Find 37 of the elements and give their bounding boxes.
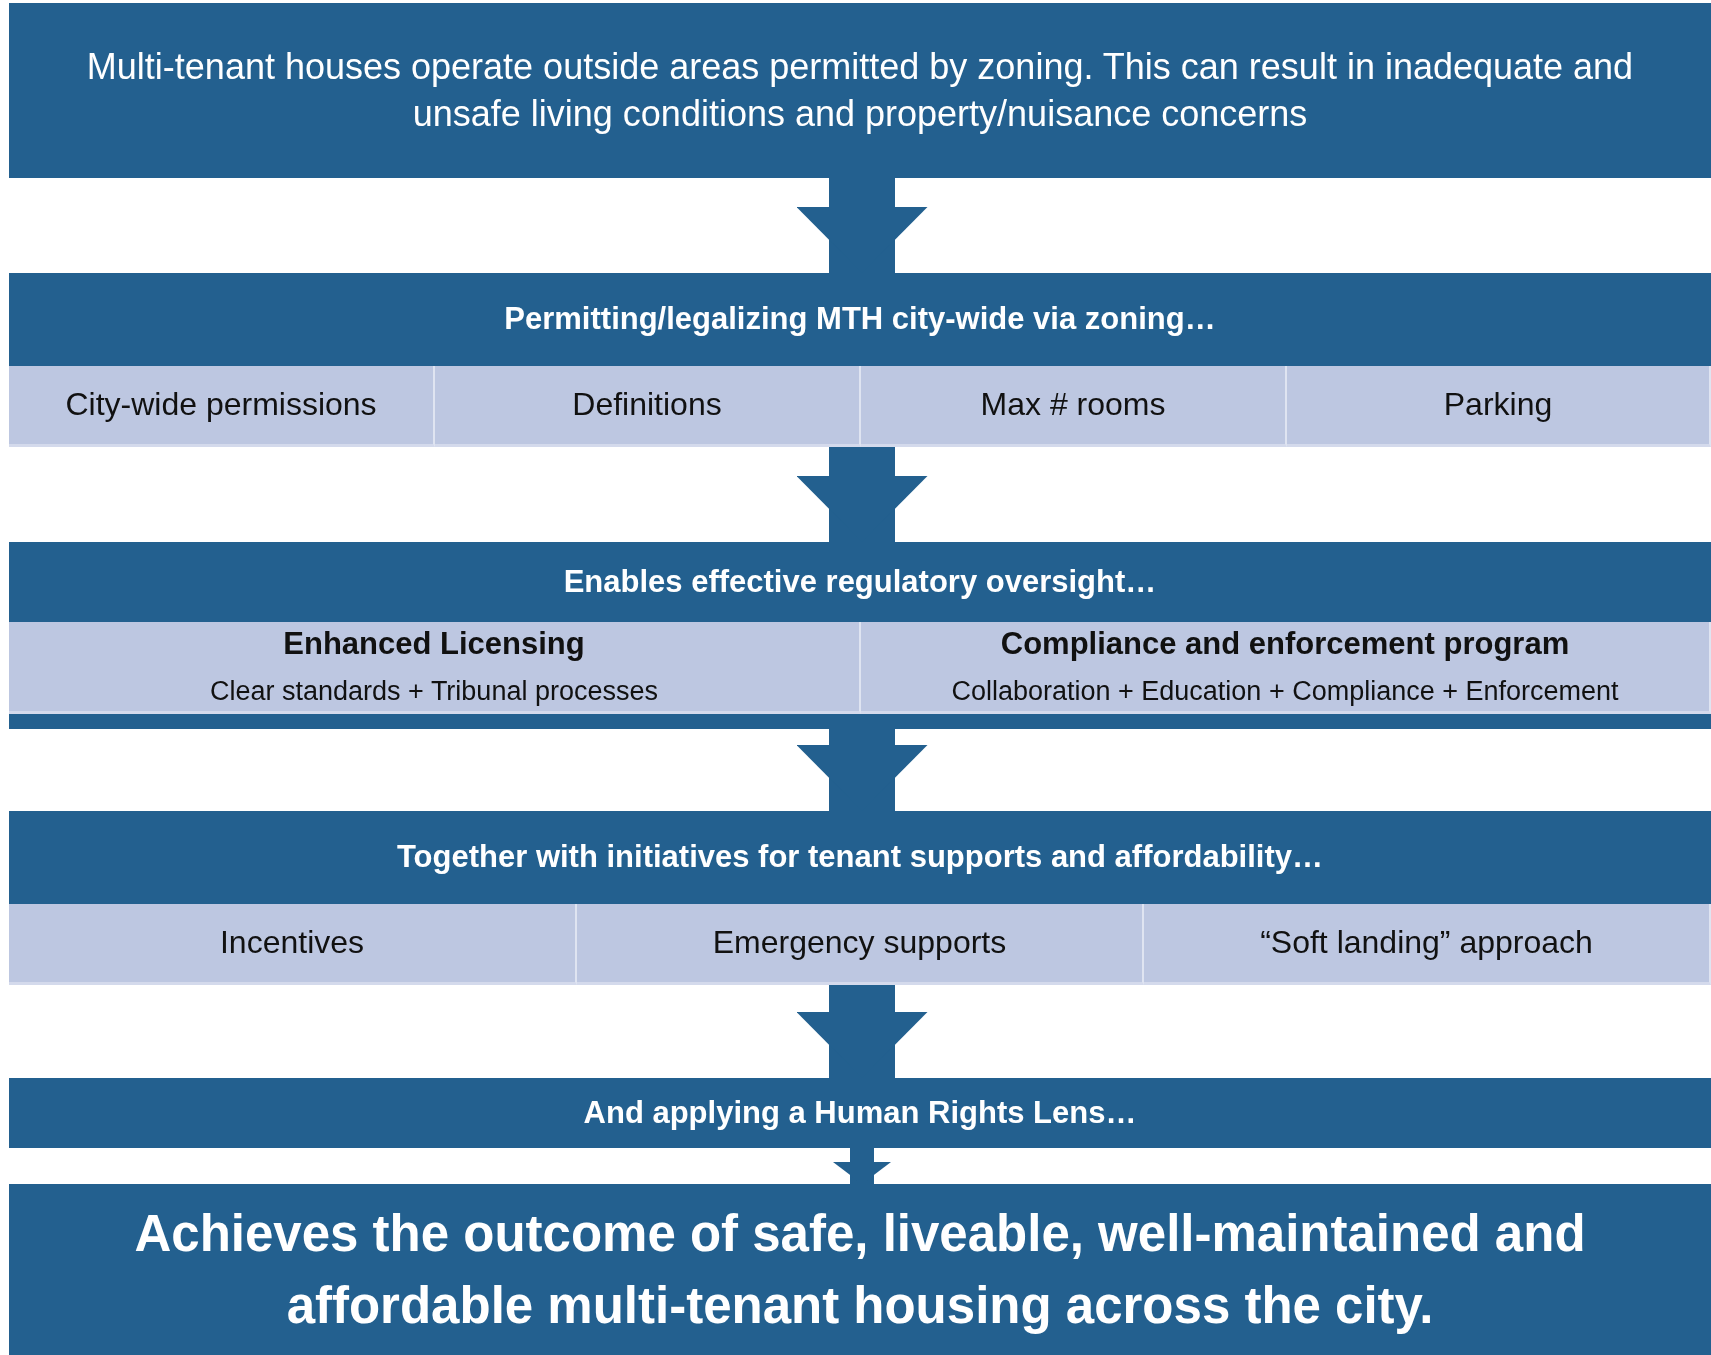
component-cell: [577, 904, 1144, 985]
component-cell: [9, 904, 577, 985]
component-description: Collaboration + Education + Compliance + Enforcement: [951, 675, 1619, 709]
component-heading: Compliance and enforcement program: [1000, 624, 1570, 663]
component-label: Max # rooms: [980, 385, 1166, 425]
flow-arrow: [796, 985, 928, 1078]
component-cell: [9, 622, 861, 714]
outcome-statement: Achieves the outcome of safe, liveable, well-maintained and affordable multi-tenant housing across the city.: [133, 1204, 1587, 1336]
component-heading: Enhanced Licensing: [283, 624, 585, 663]
stage-heading: And applying a Human Rights Lens…: [583, 1093, 1137, 1132]
stage-heading: Permitting/legalizing MTH city-wide via zoning…: [504, 300, 1216, 339]
component-label: Definitions: [572, 385, 722, 425]
flow-arrow: [796, 729, 928, 811]
outcome-banner: [9, 1184, 1711, 1355]
component-label: “Soft landing” approach: [1260, 923, 1593, 963]
flow-arrow: [833, 1148, 891, 1184]
stage-heading: Together with initiatives for tenant supports and affordability…: [396, 838, 1323, 877]
component-description: Clear standards + Tribunal processes: [210, 675, 658, 709]
component-cell: [861, 622, 1711, 714]
flow-arrow: [796, 178, 928, 273]
component-label: Incentives: [219, 923, 365, 963]
stage-band: [9, 811, 1711, 985]
component-cell: [861, 366, 1287, 447]
component-cell: [1144, 904, 1711, 985]
component-cell: [9, 366, 435, 447]
stage-band: [9, 1078, 1711, 1148]
problem-banner: [9, 3, 1711, 178]
component-label: Parking: [1443, 385, 1553, 425]
stage-band: [9, 273, 1711, 447]
component-label: Emergency supports: [712, 923, 1007, 963]
component-cell: [435, 366, 861, 447]
problem-statement: Multi-tenant houses operate outside areas permitted by zoning. This can result in inadequate and unsafe living conditions and property/nuisance concerns: [85, 44, 1635, 136]
stage-heading: Enables effective regulatory oversight…: [563, 562, 1157, 601]
stage-band: [9, 542, 1711, 729]
component-cell: [1287, 366, 1711, 447]
flow-arrow: [796, 447, 928, 542]
component-label: City-wide permissions: [65, 385, 377, 425]
